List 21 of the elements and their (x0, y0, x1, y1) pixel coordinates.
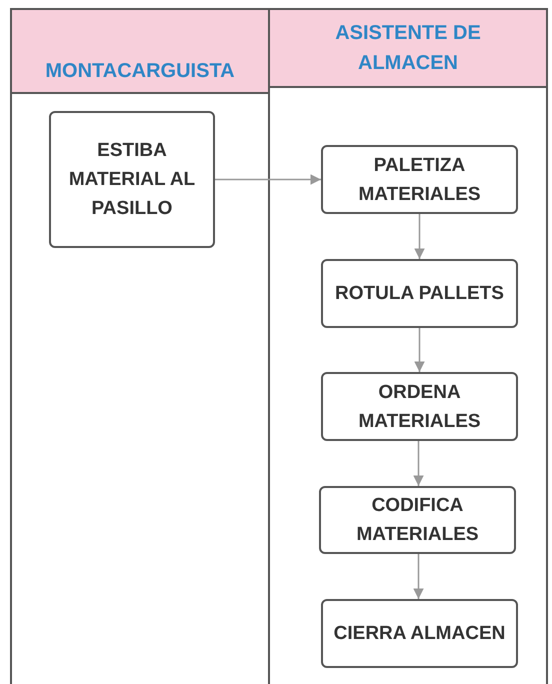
lane-title: ASISTENTE DE ALMACEN (334, 21, 482, 76)
arrow (413, 554, 424, 599)
process-box (321, 599, 518, 668)
step-label: ROTULA PALLETS (334, 282, 505, 306)
arrow (413, 441, 424, 486)
step-label: ORDENA MATERIALES (357, 380, 482, 434)
process-box (321, 372, 518, 441)
arrow (215, 174, 321, 185)
step-label: CODIFICA MATERIALES (355, 494, 480, 547)
step-label: ESTIBA MATERIAL AL PASILLO (68, 139, 196, 221)
step-label: CIERRA ALMACEN (332, 622, 506, 646)
step-label: PALETIZA MATERIALES (357, 154, 482, 206)
arrow (414, 214, 425, 259)
process-box (49, 111, 215, 248)
process-box (321, 259, 518, 328)
process-box (319, 486, 516, 554)
process-box (321, 145, 518, 214)
arrow (414, 328, 425, 372)
swimlane (268, 8, 548, 684)
swimlane (10, 8, 270, 684)
lane-title: MONTACARGUISTA (44, 59, 236, 84)
